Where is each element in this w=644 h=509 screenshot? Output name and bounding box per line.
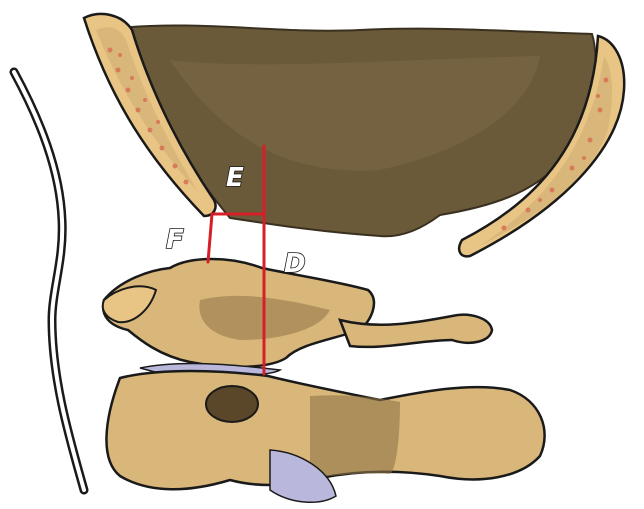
label-f: F — [166, 225, 184, 255]
vertebral-foramen — [206, 386, 258, 422]
skin-outline-inner — [14, 72, 84, 490]
measure-line-f — [208, 214, 212, 262]
axis-shadow-band — [310, 395, 400, 478]
skin-outline — [14, 72, 84, 490]
label-d: D — [284, 249, 306, 279]
label-e: E — [226, 163, 244, 193]
